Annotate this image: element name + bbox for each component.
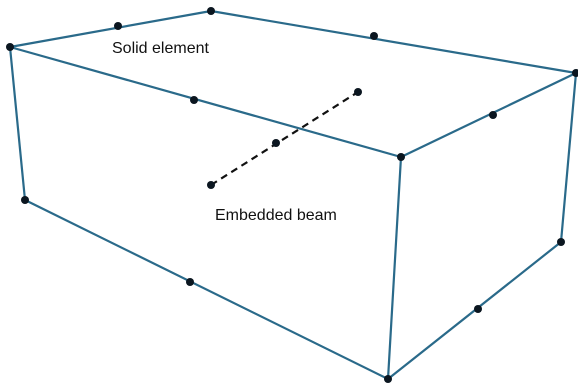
edge-vertical-left <box>8 45 27 202</box>
node-corner-top-front <box>397 153 405 161</box>
node-mid-top-back <box>370 32 378 40</box>
node-corner-bottom-front <box>384 375 392 383</box>
node-mid-top-right <box>489 111 497 119</box>
nodes <box>6 7 578 383</box>
node-mid-top-front <box>190 96 198 104</box>
node-corner-top-back <box>207 7 215 15</box>
node-corner-bottom-right <box>557 238 565 246</box>
node-mid-bottom-front <box>186 278 194 286</box>
solid-element-edges <box>8 9 578 381</box>
node-corner-top-left <box>6 43 14 51</box>
embedded-beam-label: Embedded beam <box>215 207 337 224</box>
solid-element-label: Solid element <box>112 40 210 57</box>
node-mid-top-left <box>114 22 122 30</box>
edge-top-left <box>8 9 213 49</box>
edge-top-back <box>209 9 578 75</box>
beam-node-start <box>207 181 215 189</box>
beam-node-mid <box>272 139 280 147</box>
embedded-beam <box>210 91 359 186</box>
edge-bottom-front <box>23 198 390 381</box>
edge-vertical-front <box>386 155 403 381</box>
edge-vertical-right <box>559 71 578 244</box>
edge-top-right <box>399 71 578 159</box>
node-corner-top-right <box>572 69 578 77</box>
edge-top-front <box>8 45 403 159</box>
node-corner-bottom-left <box>21 196 29 204</box>
beam-node-end <box>354 88 362 96</box>
node-mid-bottom-right <box>474 305 482 313</box>
